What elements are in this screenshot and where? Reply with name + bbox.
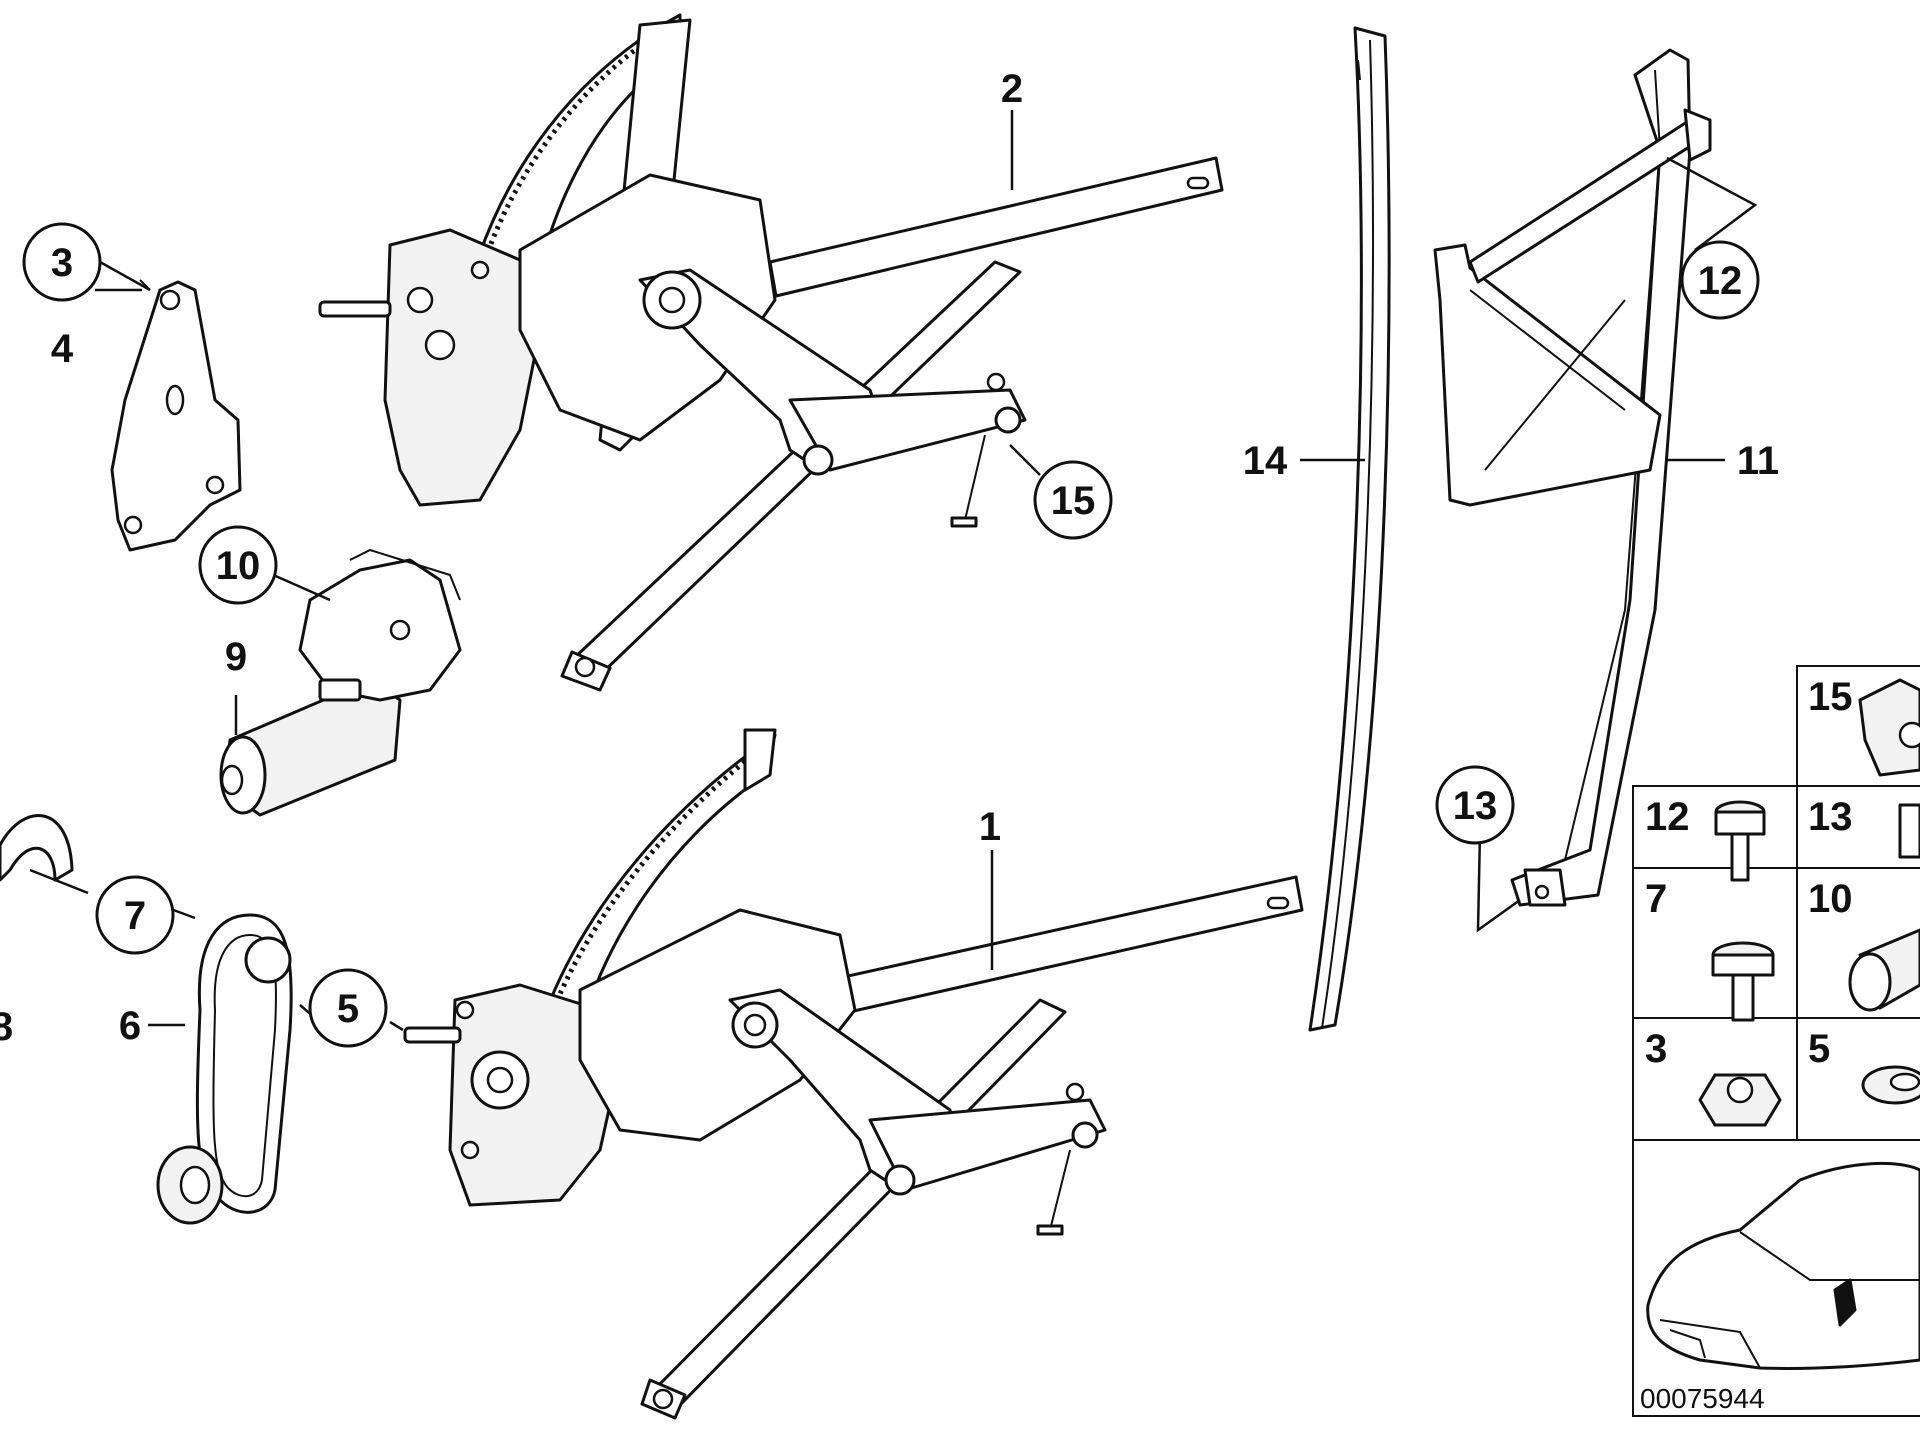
callout-10-circle (198, 525, 278, 605)
callout-12-circle (1680, 240, 1760, 320)
callout-10: 10 (216, 544, 261, 588)
callout-5-circle (308, 968, 388, 1048)
bracket-part-4 (110, 279, 242, 552)
leader-lines (29, 110, 1758, 1032)
drive-belt-part-6 (156, 913, 293, 1225)
callout-6: 6 (119, 1004, 141, 1048)
callout-3-circle (22, 222, 102, 302)
table-cell-12: 12 (1645, 795, 1690, 839)
part-8-fragment (0, 814, 74, 882)
guide-rail-part-11 (1433, 48, 1712, 907)
callout-15-circle (1033, 460, 1113, 540)
guide-rail-part-14 (1308, 26, 1391, 1032)
callout-5: 5 (337, 987, 359, 1031)
callout-11: 11 (1737, 439, 1779, 483)
hardware-table: 15 12 13 7 10 3 5 (1632, 665, 1920, 1417)
car-location-icon (1646, 1161, 1920, 1370)
callout-15: 15 (1051, 479, 1096, 523)
callout-1: 1 (979, 805, 1001, 849)
callout-12: 12 (1698, 259, 1743, 303)
reference-number: 00075944 (1640, 1383, 1765, 1414)
callout-7-circle (95, 875, 175, 955)
callout-2: 2 (1001, 67, 1023, 111)
callout-13: 13 (1453, 784, 1498, 828)
window-motor (219, 548, 462, 817)
table-cell-10: 10 (1808, 877, 1853, 921)
table-cell-15: 15 (1808, 675, 1853, 719)
callout-9: 9 (225, 635, 247, 679)
callout-13-circle (1435, 765, 1515, 845)
callout-4: 4 (51, 327, 74, 371)
table-cell-7: 7 (1645, 877, 1667, 921)
callout-8: 8 (0, 1005, 13, 1049)
window-regulator-upper (318, 13, 1224, 692)
table-cell-3: 3 (1645, 1027, 1667, 1071)
callout-3: 3 (51, 241, 73, 285)
callout-labels: 2 1 3 4 10 9 15 14 11 12 13 7 6 5 8 (0, 67, 1779, 1049)
table-cell-13: 13 (1808, 795, 1853, 839)
window-regulator-lower (403, 728, 1304, 1420)
callout-7: 7 (124, 894, 146, 938)
callout-14: 14 (1243, 439, 1288, 483)
table-cell-5: 5 (1808, 1027, 1830, 1071)
